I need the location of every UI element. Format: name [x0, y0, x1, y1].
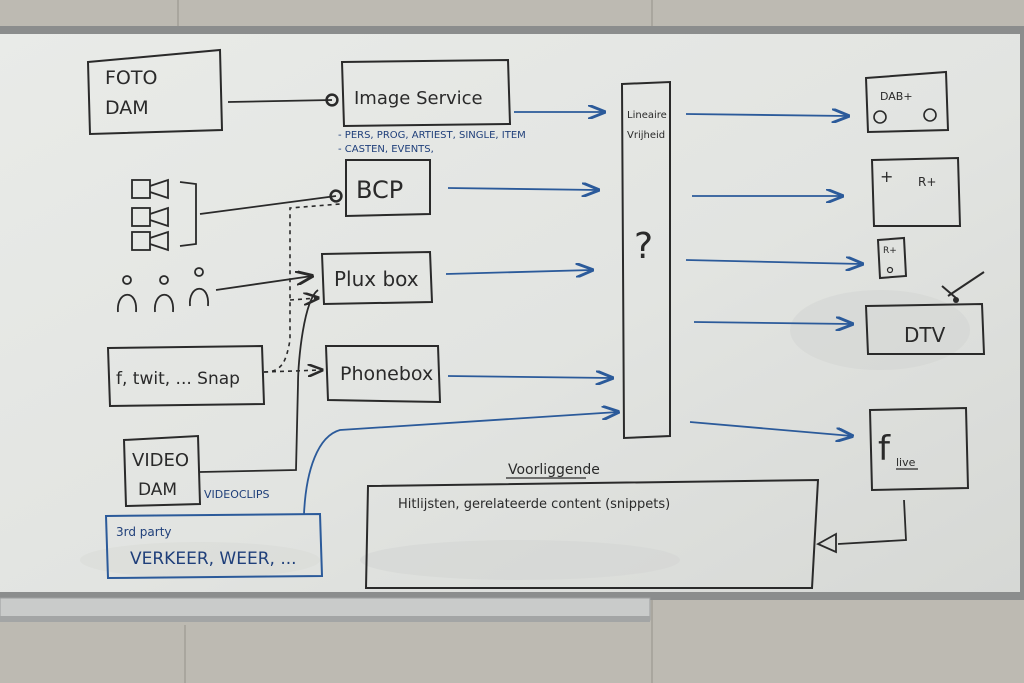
- video-dam-line1: VIDEO: [132, 450, 189, 471]
- third-party-items: VERKEER, WEER, ...: [130, 549, 297, 569]
- image-service-note-1: - PERS, PROG, ARTIEST, SINGLE, ITEM: [338, 130, 526, 141]
- voorliggende-content: Hitlijsten, gerelateerde content (snippe…: [398, 497, 670, 512]
- foto-dam-line2: DAM: [105, 97, 149, 119]
- hub-question-mark: ?: [634, 226, 653, 267]
- phone-r-plus-label: R+: [883, 246, 897, 256]
- r-plus-label: R+: [918, 175, 936, 189]
- hub-title-line1: Lineaire: [627, 110, 667, 121]
- facebook-f-label: f: [878, 429, 891, 469]
- voorliggende-title: Voorliggende: [508, 462, 600, 478]
- dab-plus-label: DAB+: [880, 90, 913, 103]
- bcp-label: BCP: [356, 176, 403, 204]
- plux-box-label: Plux box: [334, 267, 419, 291]
- social-label: f, twit, ... Snap: [116, 369, 240, 389]
- videoclips-label: VIDEOCLIPS: [204, 488, 270, 501]
- plus-sign: +: [880, 167, 893, 186]
- dtv-label: DTV: [904, 323, 946, 347]
- foto-dam-line1: FOTO: [105, 67, 157, 89]
- third-party-label: 3rd party: [116, 525, 172, 539]
- facebook-live-label: live: [896, 456, 916, 469]
- phonebox-label: Phonebox: [340, 363, 433, 385]
- video-dam-line2: DAM: [138, 480, 177, 500]
- image-service-label: Image Service: [354, 88, 483, 109]
- hub-title-line2: Vrijheid: [627, 130, 665, 141]
- image-service-note-2: - CASTEN, EVENTS,: [338, 144, 434, 155]
